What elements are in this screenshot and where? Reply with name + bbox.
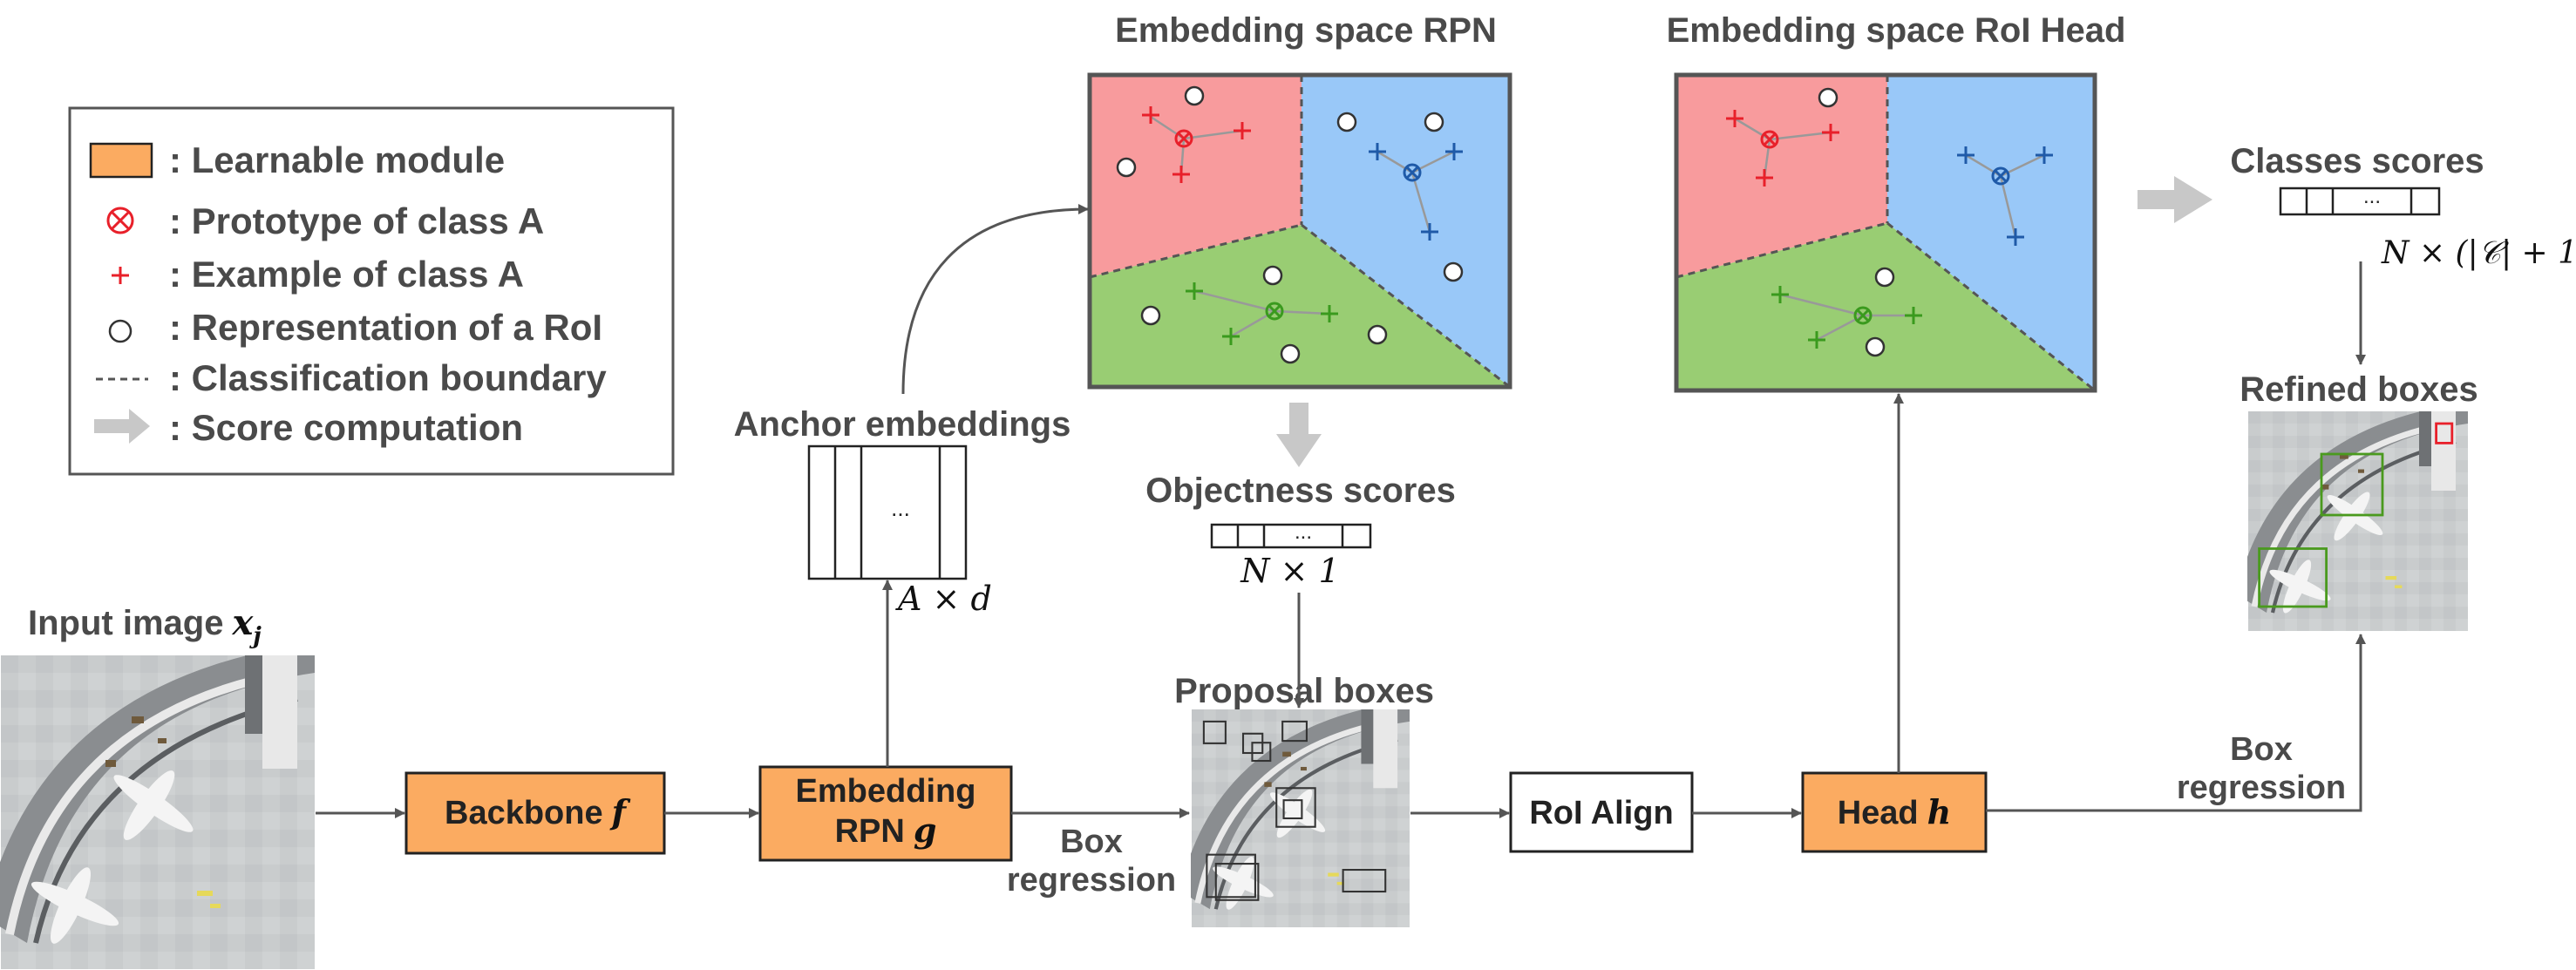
embedding-rpn-title: Embedding space RPN <box>1115 11 1497 50</box>
embedding-space-rpn <box>1087 72 1512 390</box>
refined-boxes-title: Refined boxes <box>2240 370 2477 409</box>
anchor-dims: A × d <box>895 580 992 618</box>
embedding-roi-title: Embedding space RoI Head <box>1667 11 2126 50</box>
box-regression-label-1-line2: regression <box>1007 862 1176 899</box>
roi-circle-icon <box>108 319 133 343</box>
objectness-ellipsis: ... <box>1295 520 1312 544</box>
roi-prototype-green-icon <box>1853 306 1873 325</box>
roi-align-module: RoI Align <box>1509 771 1694 853</box>
box-regression-label-2-line2: regression <box>2177 770 2346 806</box>
roi-prototype-red-icon <box>1760 130 1779 149</box>
legend-label-roi: : Representation of a RoI <box>169 307 602 348</box>
legend-label-score: : Score computation <box>169 407 523 448</box>
anchor-ellipsis: ... <box>891 495 910 521</box>
objectness-scores-vector: ... <box>1210 520 1372 549</box>
objectness-scores-title: Objectness scores <box>1145 471 1456 510</box>
rpn-prototype-green-icon <box>1265 302 1284 321</box>
svg-text:RoI Align: RoI Align <box>1529 795 1673 831</box>
classes-scores-title: Classes scores <box>2230 142 2484 180</box>
proposal-boxes-image <box>1179 703 1410 927</box>
score-arrow-objectness <box>1276 403 1322 467</box>
box-regression-label-2-line1: Box <box>2230 731 2293 768</box>
legend-label-example: : Example of class A <box>169 254 524 295</box>
svg-text:Embedding: Embedding <box>796 773 976 810</box>
roi-prototype-blue-icon <box>1991 166 2010 186</box>
anchor-embeddings-title: Anchor embeddings <box>734 405 1071 444</box>
rpn-prototype-blue-icon <box>1403 163 1422 182</box>
anchor-embeddings-matrix: ... <box>807 444 968 580</box>
flow-arrows <box>316 204 2366 818</box>
classes-ellipsis: ... <box>2363 185 2381 208</box>
classes-dims: N × (|𝒞| + 1) <box>2381 235 2576 271</box>
embedding-space-roi-head <box>1674 72 2097 393</box>
learnable-module-swatch <box>89 142 153 179</box>
proposal-boxes-title: Proposal boxes <box>1174 672 1434 710</box>
box-regression-label-1-line1: Box <box>1060 824 1123 860</box>
legend-label-boundary: : Classification boundary <box>169 357 607 398</box>
input-image <box>0 647 315 969</box>
legend: : Learnable module : Prototype of class … <box>68 106 675 476</box>
prototype-icon <box>106 207 134 234</box>
classes-scores-vector: ... <box>2279 185 2441 216</box>
score-arrow-classes <box>2138 176 2212 223</box>
objectness-dims: N × 1 <box>1240 552 1339 590</box>
rpn-prototype-red-icon <box>1174 129 1193 148</box>
example-plus-icon <box>112 267 129 284</box>
legend-label-prototype: : Prototype of class A <box>169 200 544 241</box>
gray-arrow-icon <box>94 409 150 444</box>
legend-label-learnable: : Learnable module <box>169 139 505 180</box>
refined-boxes-image <box>2236 405 2468 631</box>
